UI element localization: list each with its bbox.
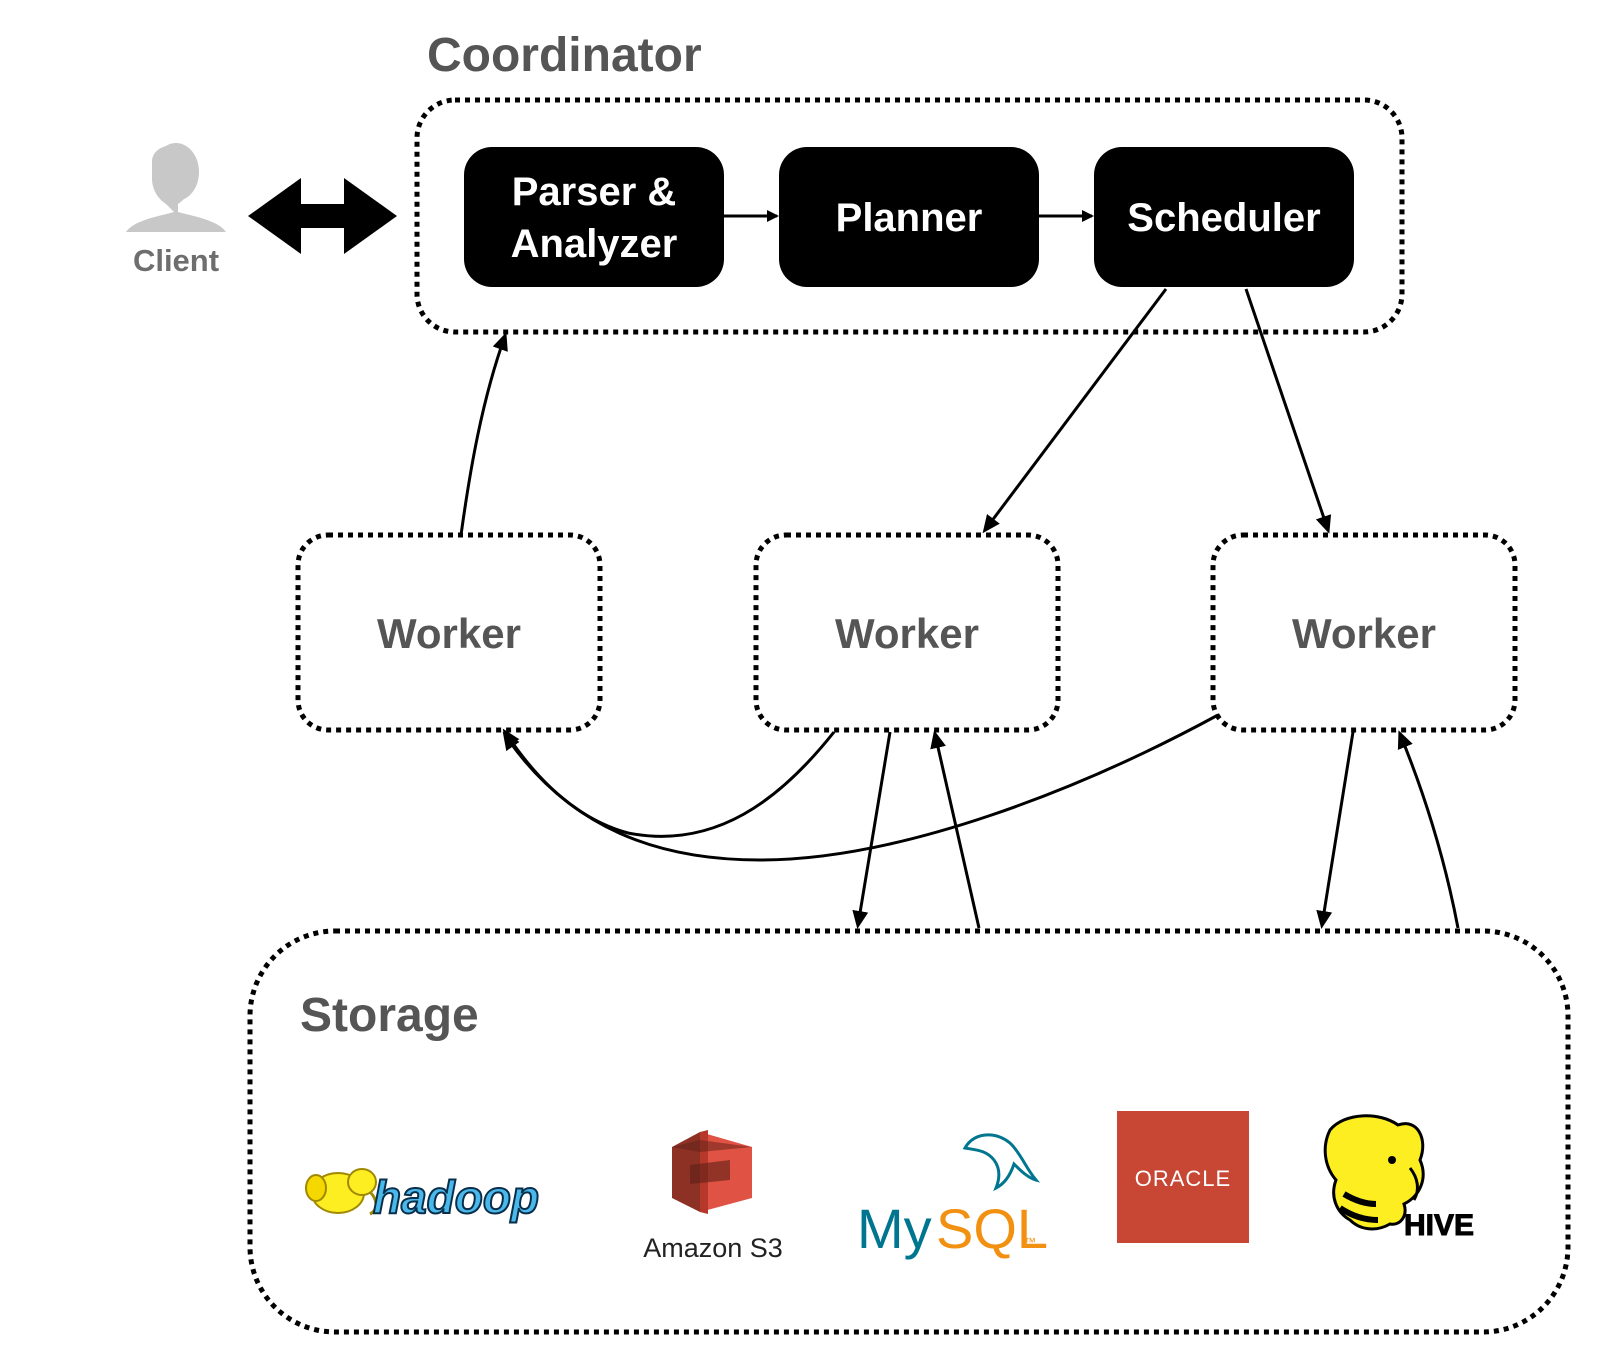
user-silhouette-icon — [126, 143, 226, 232]
amazon-s3-logo: Amazon S3 — [643, 1130, 783, 1263]
amazon-s3-logo-text: Amazon S3 — [643, 1233, 783, 1263]
scheduler-label: Scheduler — [1127, 196, 1320, 240]
arrow-worker2-to-worker1 — [502, 728, 836, 838]
mysql-logo: My SQL ™ — [857, 1133, 1048, 1260]
hive-logo: HIVE — [1323, 1114, 1475, 1243]
parser-label-line-1: Parser & — [512, 170, 677, 214]
worker-2: Worker — [753, 532, 1061, 733]
arrow-scheduler-to-worker2 — [982, 288, 1168, 534]
client-label: Client — [133, 243, 219, 278]
hive-logo-text: HIVE — [1404, 1209, 1474, 1242]
planner-label: Planner — [836, 196, 983, 240]
mysql-logo-text-sql: SQL — [936, 1197, 1048, 1260]
arrow-worker1-to-coordinator — [459, 332, 508, 536]
arrow-storage-to-worker2 — [930, 730, 981, 929]
hadoop-logo-text: hadoop — [373, 1171, 539, 1223]
mysql-trademark: ™ — [1024, 1235, 1036, 1249]
arrow-worker2-to-storage — [852, 731, 892, 929]
stage-planner: Planner — [779, 147, 1039, 287]
worker-3-label: Worker — [1292, 610, 1436, 657]
worker-1-label: Worker — [377, 610, 521, 657]
parser-label-line-2: Analyzer — [511, 222, 678, 266]
oracle-logo-text: ORACLE — [1135, 1166, 1231, 1191]
storage-container — [247, 928, 1571, 1335]
oracle-logo: ORACLE — [1117, 1111, 1249, 1243]
stage-parser-analyzer: Parser & Analyzer — [464, 147, 724, 287]
stage-scheduler: Scheduler — [1094, 147, 1354, 287]
hadoop-logo: hadoop — [305, 1168, 540, 1224]
arrow-worker3-to-worker1 — [502, 713, 1219, 862]
storage-title: Storage — [300, 989, 479, 1042]
worker-3: Worker — [1210, 532, 1518, 733]
coordinator-container — [414, 97, 1405, 335]
double-arrow-icon — [248, 178, 397, 254]
arrow-storage-to-worker3 — [1397, 730, 1460, 929]
mysql-logo-text-my: My — [857, 1197, 932, 1260]
arrow-worker3-to-storage — [1316, 731, 1355, 929]
coordinator-title: Coordinator — [427, 29, 702, 82]
worker-2-label: Worker — [835, 610, 979, 657]
arrow-scheduler-to-worker3 — [1244, 288, 1332, 534]
worker-1: Worker — [295, 532, 603, 733]
